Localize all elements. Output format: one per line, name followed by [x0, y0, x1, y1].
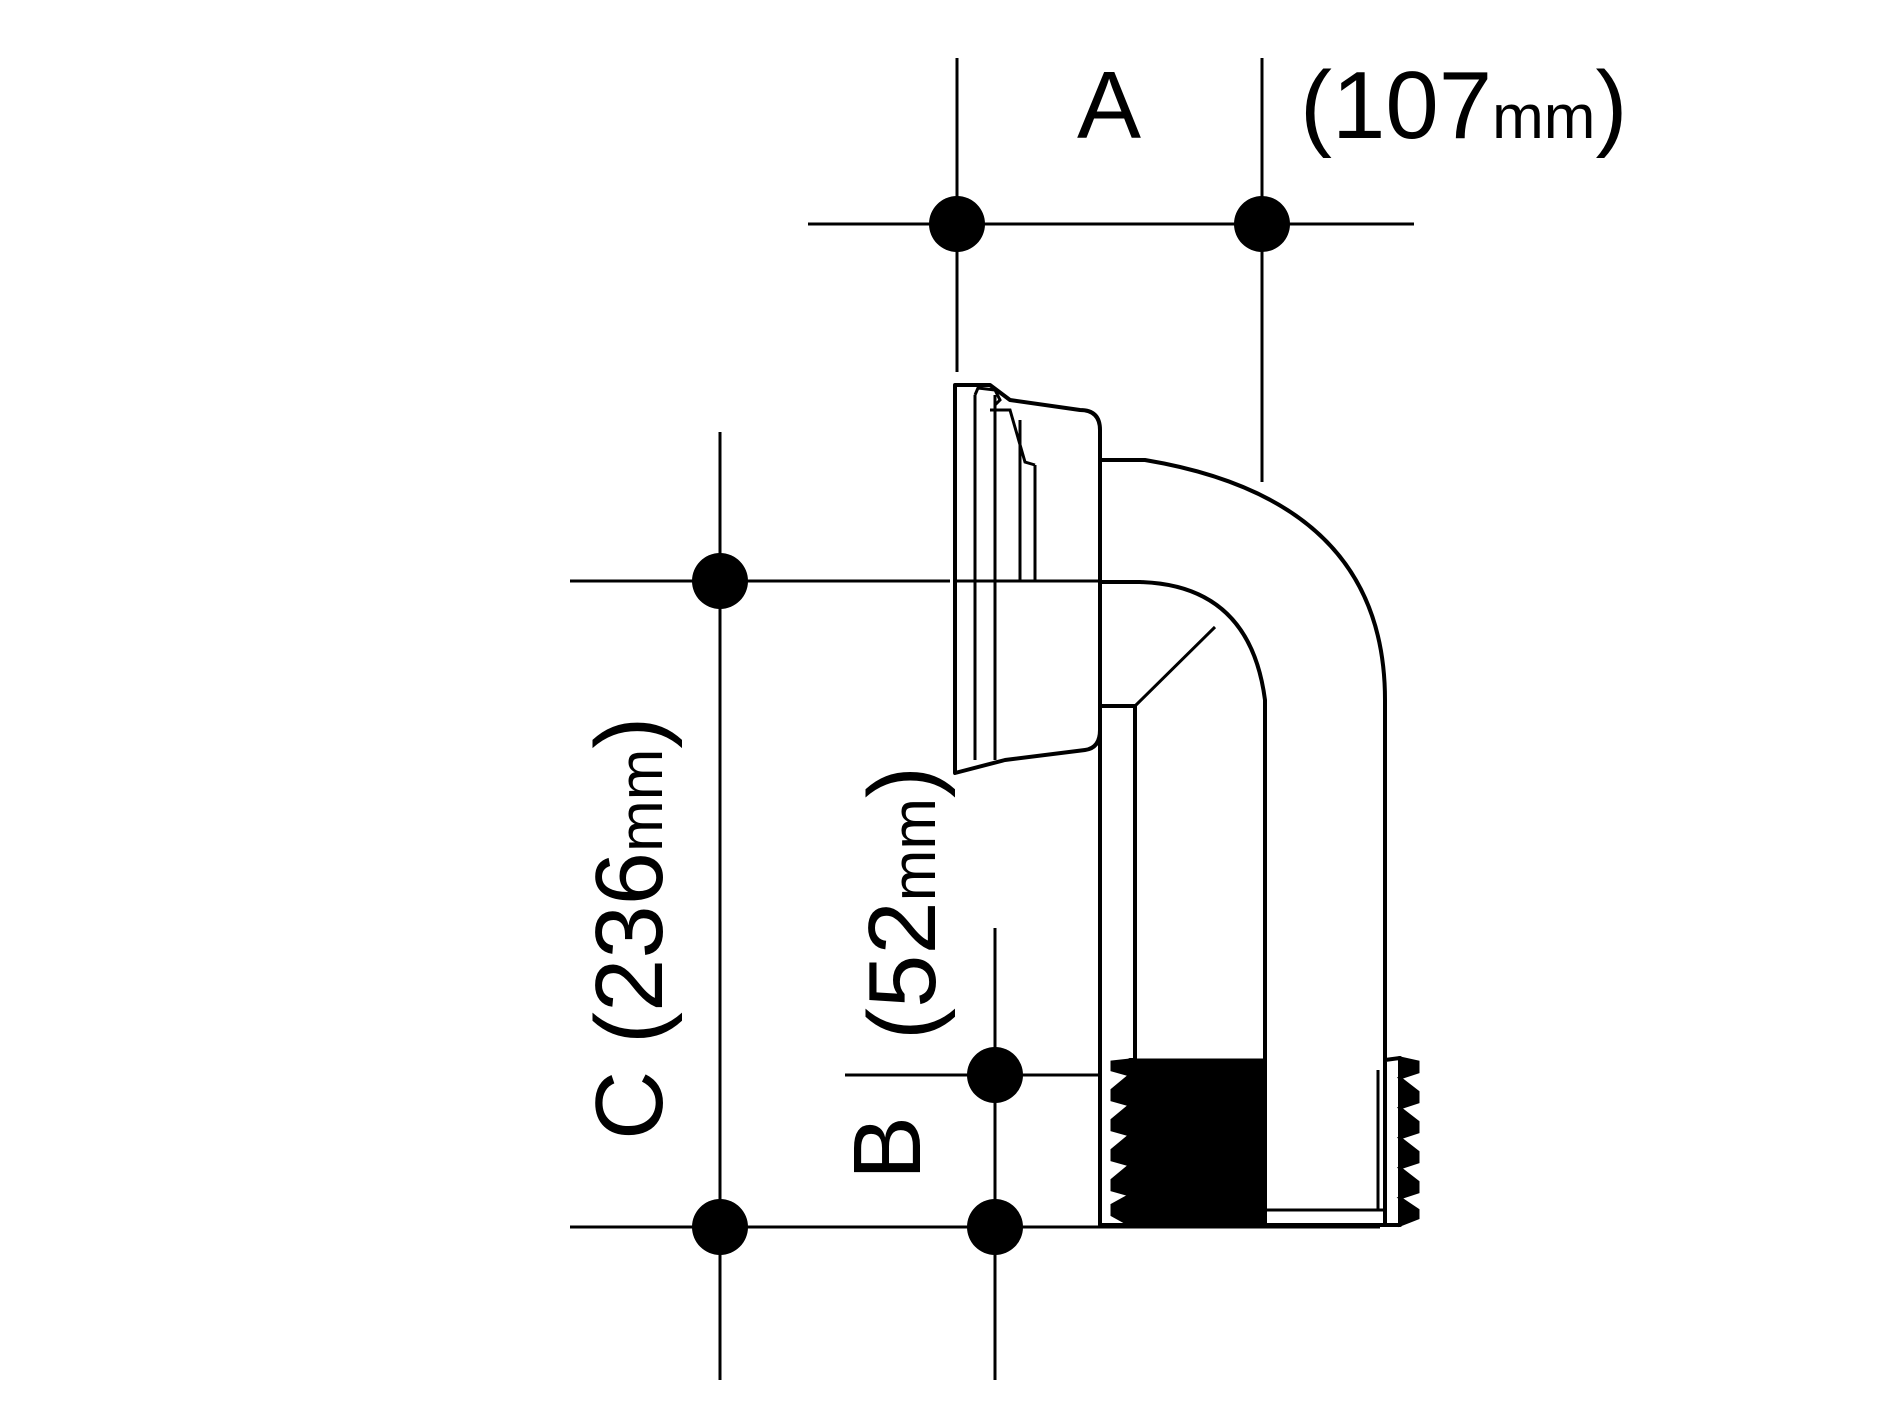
- dim-c-unit: mm: [607, 749, 676, 852]
- dim-c-spacer: [576, 1044, 683, 1071]
- dim-c-label: C (236mm): [576, 717, 683, 1140]
- dimension-a: A (107mm): [808, 52, 1627, 482]
- dim-c-dot-bottom: [692, 1199, 748, 1255]
- dim-b-number: (52: [849, 901, 956, 1040]
- dim-c-number: (236: [576, 852, 683, 1044]
- thread-teeth-right: [1396, 1056, 1420, 1228]
- dim-c-dot-top: [692, 553, 748, 609]
- dim-b-value: (52mm): [849, 766, 956, 1040]
- dim-b-dot-bottom: [967, 1199, 1023, 1255]
- dim-c-letter: C: [576, 1071, 683, 1140]
- dim-a-number: (107: [1300, 52, 1492, 159]
- dim-a-value: (107mm): [1300, 52, 1627, 159]
- dim-a-dot-right: [1234, 196, 1290, 252]
- dim-a-unit: mm: [1492, 83, 1595, 152]
- elbow-inner-brace: [1133, 625, 1217, 708]
- dim-c-close: ): [576, 717, 683, 749]
- dim-b-unit: mm: [880, 798, 949, 901]
- thread-solid-block: [1128, 1058, 1267, 1227]
- dim-a-dot-left: [929, 196, 985, 252]
- dim-b-letter: B: [834, 1116, 941, 1180]
- dimension-c: C (236mm): [570, 432, 1380, 1380]
- dim-b-close: ): [849, 766, 956, 798]
- dim-a-close: ): [1595, 52, 1627, 159]
- thread-teeth-left: [1110, 1058, 1134, 1228]
- thread-collar-right: [1383, 1056, 1402, 1227]
- elbow-outer-wall: [1098, 458, 1387, 1227]
- dim-a-letter: A: [1077, 52, 1141, 159]
- flange-hook: [973, 386, 1036, 467]
- flange-body: [953, 383, 1102, 775]
- dim-b-dot-top: [967, 1047, 1023, 1103]
- pipe-elbow: [953, 383, 1420, 1228]
- dimension-b: B (52mm): [834, 766, 1110, 1380]
